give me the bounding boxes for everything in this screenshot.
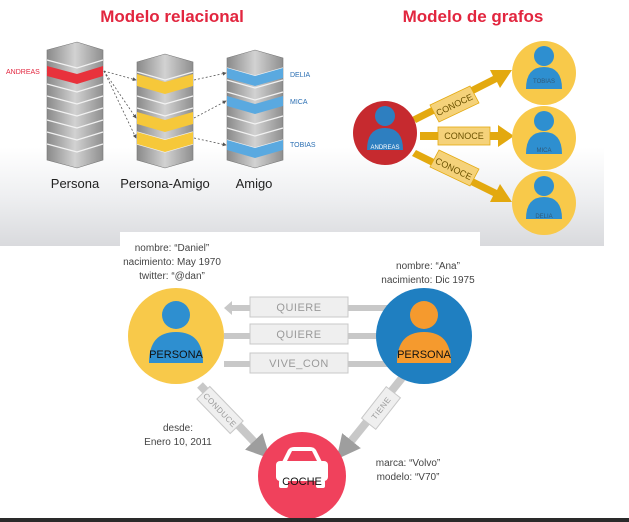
svg-text:COCHE: COCHE [282, 476, 322, 488]
node-mica: MICA [512, 106, 576, 170]
left-properties: nombre: “Daniel” nacimiento: May 1970 tw… [123, 243, 221, 282]
graph-title: Modelo de grafos [403, 7, 544, 26]
bottom-border [0, 518, 629, 522]
person-icon [397, 301, 451, 363]
table-amigo [226, 49, 284, 169]
table-persona [46, 41, 104, 169]
svg-text:desde:: desde: [163, 423, 193, 434]
node-persona-left: PERSONA [128, 288, 224, 384]
svg-text:modelo: “V70”: modelo: “V70” [377, 472, 440, 483]
svg-text:PERSONA: PERSONA [149, 349, 203, 361]
graph-edges: CONOCE CONOCE CONOCE [412, 70, 514, 202]
right-properties: nombre: “Ana” nacimiento: Dic 1975 [381, 261, 475, 286]
edge-conoce-2: CONOCE [420, 125, 514, 147]
person-icon [526, 176, 562, 219]
edge-quiere-1: QUIERE [224, 296, 400, 318]
label-mica-row: MICA [290, 99, 308, 106]
svg-text:MICA: MICA [537, 148, 552, 154]
node-andreas: ANDREAS [353, 101, 417, 165]
table-persona-amigo [136, 53, 194, 169]
edge-conoce-1: CONOCE [412, 70, 512, 123]
edge-vive-con: VIVE_CON [224, 352, 400, 374]
edge-tiene: TIENE [336, 375, 406, 460]
node-tobias: TOBIAS [512, 41, 576, 105]
car-properties: marca: “Volvo” modelo: “V70” [376, 458, 440, 483]
svg-text:nombre: “Ana”: nombre: “Ana” [396, 261, 460, 272]
person-icon [526, 46, 562, 89]
svg-text:nombre: “Daniel”: nombre: “Daniel” [135, 243, 209, 254]
person-icon [367, 106, 403, 150]
row-highlight-andreas [47, 66, 103, 84]
relational-title: Modelo relacional [100, 7, 244, 26]
edge-conduce: CONDUCE [196, 382, 271, 459]
label-tobias-row: TOBIAS [290, 142, 316, 149]
relational-links [103, 70, 227, 147]
svg-text:Enero 10, 2011: Enero 10, 2011 [144, 437, 212, 448]
node-delia: DELIA [512, 171, 576, 235]
svg-text:VIVE_CON: VIVE_CON [269, 358, 329, 370]
svg-text:marca: “Volvo”: marca: “Volvo” [376, 458, 440, 469]
label-delia-row: DELIA [290, 72, 311, 79]
table-label-amigo: Amigo [236, 176, 273, 191]
node-persona-right: PERSONA [376, 288, 472, 384]
svg-text:QUIERE: QUIERE [276, 329, 321, 341]
svg-text:CONOCE: CONOCE [444, 131, 484, 141]
svg-text:QUIERE: QUIERE [276, 302, 321, 314]
person-icon [149, 301, 203, 363]
svg-text:DELIA: DELIA [535, 214, 552, 220]
node-coche: COCHE [258, 432, 346, 520]
table-label-persona-amigo: Persona-Amigo [120, 176, 210, 191]
svg-text:nacimiento: May 1970: nacimiento: May 1970 [123, 257, 221, 268]
svg-text:ANDREAS: ANDREAS [370, 145, 399, 151]
edge-conoce-3: CONOCE [412, 149, 512, 202]
svg-text:nacimiento: Dic 1975: nacimiento: Dic 1975 [381, 275, 475, 286]
label-andreas-row: ANDREAS [6, 69, 40, 76]
edge-quiere-2: QUIERE [224, 323, 400, 345]
svg-text:TOBIAS: TOBIAS [533, 79, 555, 85]
table-label-persona: Persona [51, 176, 100, 191]
person-icon [526, 111, 562, 154]
svg-text:PERSONA: PERSONA [397, 349, 451, 361]
svg-text:twitter: “@dan”: twitter: “@dan” [139, 271, 205, 282]
conduce-properties: desde: Enero 10, 2011 [144, 423, 212, 448]
